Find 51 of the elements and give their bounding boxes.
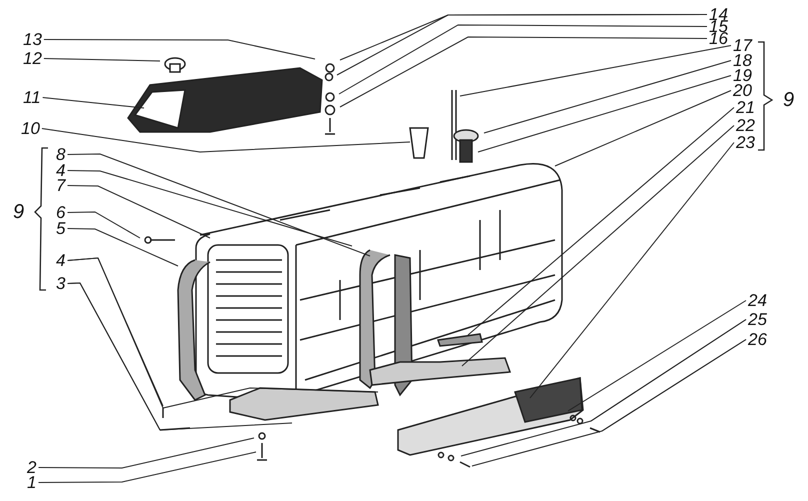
- leader-line: [67, 228, 178, 266]
- leader-line: [468, 107, 734, 336]
- callout-number: 10: [20, 120, 41, 137]
- callout-number: 18: [732, 52, 753, 69]
- callout-number: 1: [26, 474, 38, 491]
- callout-number: 5: [55, 220, 66, 237]
- callout-number: 3: [55, 275, 66, 292]
- callout-number: 22: [735, 117, 756, 134]
- callout-number: 8: [55, 146, 66, 163]
- callout-number: 4: [55, 252, 66, 269]
- leader-line: [460, 319, 746, 456]
- callout-number: 4: [55, 162, 66, 179]
- leader-line: [530, 142, 734, 398]
- leader-line: [340, 36, 708, 108]
- callout-number: 6: [55, 204, 66, 221]
- leader-line: [67, 257, 378, 409]
- leader-line: [338, 24, 708, 94]
- leader-line: [42, 97, 144, 108]
- leader-line: [38, 452, 256, 483]
- leader-line: [67, 282, 292, 431]
- leader-line: [462, 125, 734, 366]
- callout-number: 13: [22, 31, 43, 48]
- leader-line: [554, 90, 732, 166]
- leader-line: [478, 75, 732, 152]
- callout-number: 19: [732, 67, 753, 84]
- leader-line: [67, 154, 370, 256]
- callout-number: 20: [732, 82, 753, 99]
- callout-number: 24: [747, 292, 768, 309]
- leader-line: [43, 39, 316, 60]
- callout-number: 11: [22, 89, 42, 106]
- leader-line: [568, 300, 746, 412]
- leader-line: [336, 14, 708, 76]
- callout-number: 2: [26, 459, 38, 476]
- leader-line: [41, 128, 410, 152]
- leader-line: [472, 339, 746, 466]
- callout-number: 9: [782, 90, 796, 110]
- callout-number: 9: [12, 202, 26, 222]
- leader-line: [38, 438, 254, 468]
- leader-line: [67, 212, 140, 238]
- leader-line: [484, 60, 732, 134]
- callout-number: 12: [22, 50, 43, 67]
- callout-number: 7: [55, 177, 66, 194]
- callout-number: 25: [747, 311, 768, 328]
- leader-line: [67, 185, 210, 238]
- callout-number: 26: [747, 331, 768, 348]
- leader-line: [460, 45, 732, 96]
- leader-line: [67, 170, 352, 246]
- callout-number: 21: [735, 99, 756, 116]
- leader-line: [43, 58, 160, 62]
- callout-number: 17: [732, 37, 753, 54]
- callout-number: 23: [735, 134, 756, 151]
